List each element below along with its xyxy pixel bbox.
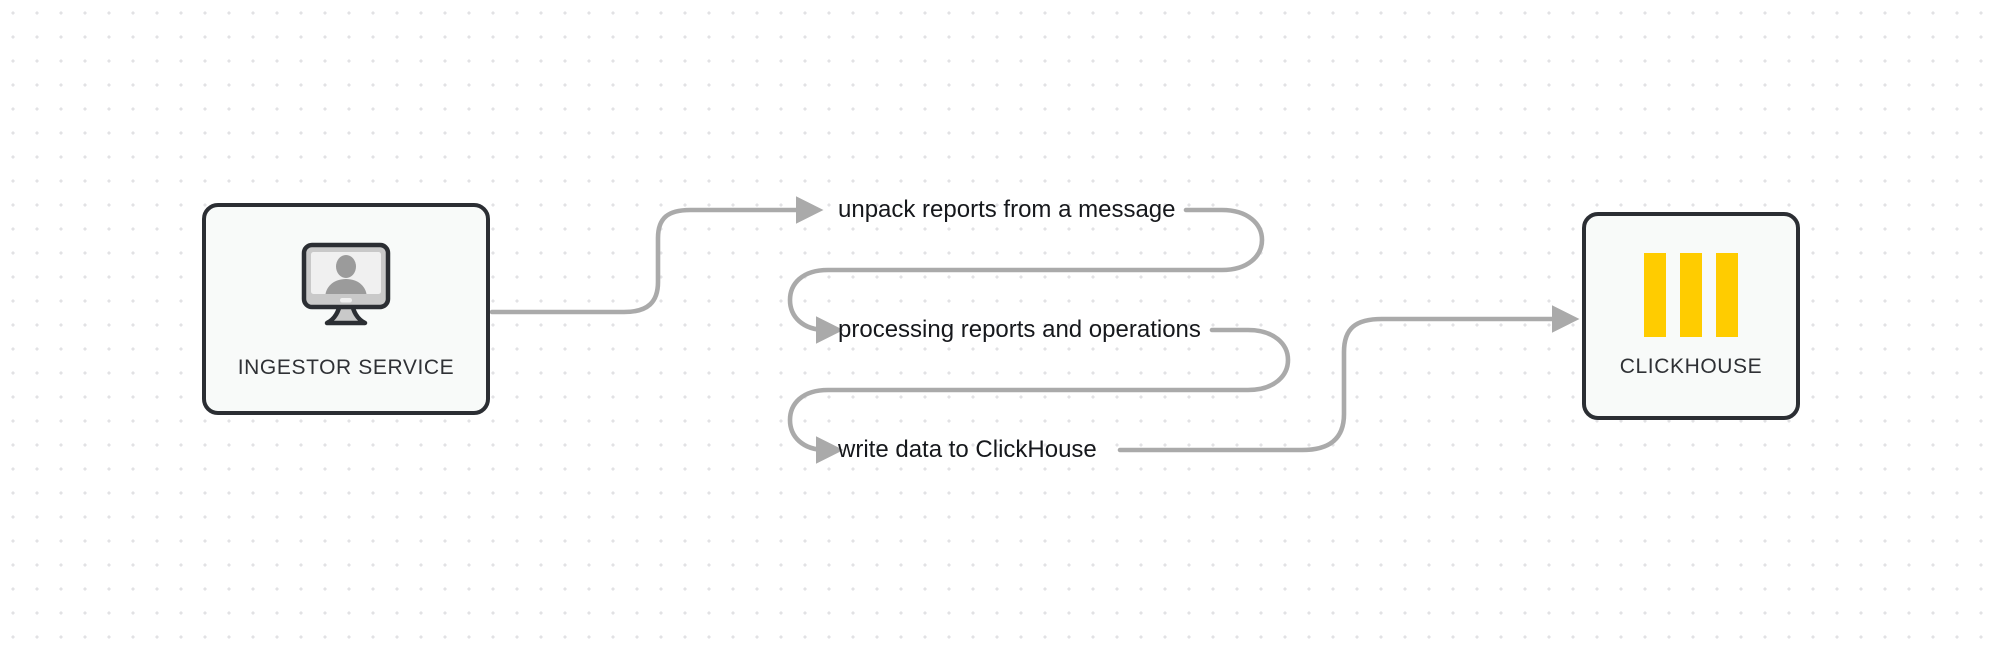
- edge-step-2-to-step-3: [787, 327, 1291, 464]
- clickhouse-bar-1: [1644, 253, 1666, 337]
- edge-step-1-to-step-2: [787, 207, 1265, 344]
- node-ingestor-service-label: INGESTOR SERVICE: [237, 355, 455, 379]
- monitor-user-icon: [294, 239, 398, 336]
- edge-label-write-data: write data to ClickHouse: [838, 436, 1097, 463]
- node-clickhouse[interactable]: CLICKHOUSE: [1582, 212, 1800, 420]
- edge-ingestor-to-step-1: [489, 196, 824, 315]
- clickhouse-bars-icon: [1644, 253, 1738, 337]
- clickhouse-bar-3: [1716, 253, 1738, 337]
- edge-label-processing-reports: processing reports and operations: [838, 316, 1201, 343]
- node-ingestor-service[interactable]: INGESTOR SERVICE: [202, 203, 490, 415]
- edge-label-unpack-reports: unpack reports from a message: [838, 196, 1176, 223]
- clickhouse-bar-2: [1680, 253, 1702, 337]
- node-clickhouse-label: CLICKHOUSE: [1619, 355, 1763, 378]
